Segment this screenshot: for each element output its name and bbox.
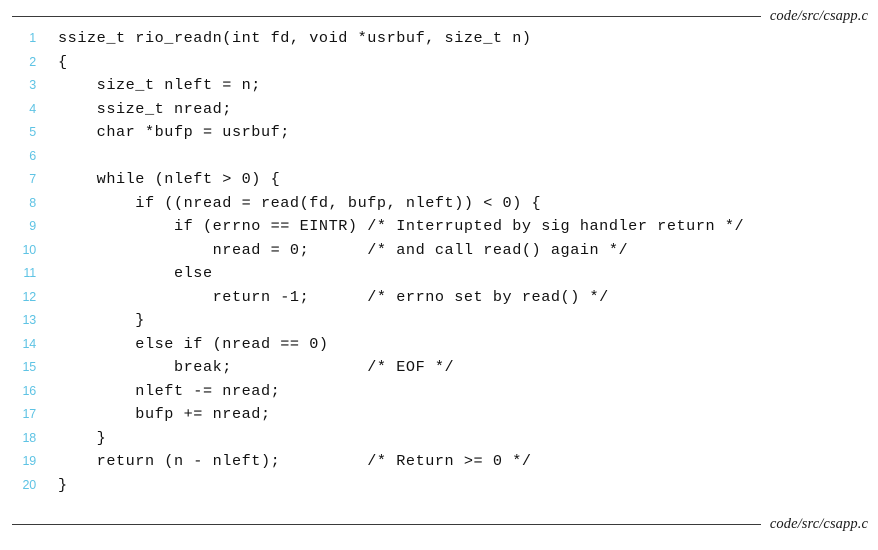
- line-number: 8: [29, 195, 36, 210]
- listing-top-rule-row: code/src/csapp.c: [12, 8, 868, 24]
- line-code: size_t nleft = n;: [58, 76, 261, 94]
- line-code: return -1; /* errno set by read() */: [58, 287, 609, 306]
- code-line: 6: [0, 145, 878, 169]
- code-line: 2{: [0, 51, 878, 75]
- line-code: nleft -= nread;: [58, 381, 281, 400]
- code-line: 13 }: [0, 309, 878, 333]
- line-code: {: [58, 52, 68, 71]
- line-number: 7: [29, 172, 36, 186]
- code-line: 4 ssize_t nread;: [0, 98, 878, 122]
- line-code: nread = 0; /* and call read() again */: [58, 240, 629, 259]
- line-code: break; /* EOF */: [58, 358, 455, 376]
- code-line: 18 }: [0, 427, 878, 451]
- code-line: 17 bufp += nread;: [0, 403, 878, 427]
- line-code: }: [58, 311, 145, 329]
- code-line: 3 size_t nleft = n;: [0, 74, 878, 98]
- listing-caption-bottom: code/src/csapp.c: [769, 515, 868, 532]
- code-block: 1 ssize_t rio_readn(int fd, void *usrbuf,…: [0, 27, 878, 497]
- line-code: bufp += nread;: [58, 405, 271, 423]
- line-code: return (n - nleft); /* Return >= 0 */: [58, 452, 532, 470]
- code-line: 1 ssize_t rio_readn(int fd, void *usrbuf,…: [0, 27, 878, 51]
- horizontal-rule-top: [12, 15, 761, 17]
- line-number: 12: [22, 289, 36, 304]
- line-code: if (errno == EINTR) /* Interrupted by si…: [58, 217, 745, 235]
- line-number: 3: [29, 78, 36, 92]
- line-code: }: [58, 475, 68, 494]
- line-number: 11: [23, 266, 36, 280]
- line-number: 5: [29, 125, 36, 139]
- listing-caption-top: code/src/csapp.c: [769, 7, 868, 24]
- line-code: char *bufp = usrbuf;: [58, 123, 290, 141]
- code-line: 11 else: [0, 262, 878, 286]
- line-number: 18: [22, 430, 36, 445]
- line-number: 1: [29, 31, 36, 45]
- line-code: while (nleft > 0) {: [58, 170, 281, 188]
- code-line: 12 return -1; /* errno set by read() */: [0, 286, 878, 310]
- code-line: 8 if ((nread = read(fd, bufp, nleft)) < …: [0, 192, 878, 216]
- code-line: 16 nleft -= nread;: [0, 380, 878, 404]
- line-number: 14: [22, 336, 36, 351]
- line-number: 2: [29, 54, 36, 69]
- line-code: ssize_t nread;: [58, 99, 232, 118]
- line-code: else: [58, 264, 213, 282]
- line-number: 10: [22, 242, 36, 257]
- listing-bottom-rule-row: code/src/csapp.c: [12, 516, 868, 532]
- code-line: 14 else if (nread == 0): [0, 333, 878, 357]
- line-code: ssize_t rio_readn(int fd, void *usrbuf, …: [58, 29, 532, 47]
- line-number: 17: [22, 407, 36, 421]
- code-line: 10 nread = 0; /* and call read() again *…: [0, 239, 878, 263]
- code-line: 7 while (nleft > 0) {: [0, 168, 878, 192]
- line-code: else if (nread == 0): [58, 334, 329, 353]
- code-line: 9 if (errno == EINTR) /* Interrupted by …: [0, 215, 878, 239]
- line-number: 9: [29, 219, 36, 233]
- line-code: if ((nread = read(fd, bufp, nleft)) < 0)…: [58, 193, 542, 212]
- code-line: 5 char *bufp = usrbuf;: [0, 121, 878, 145]
- line-number: 15: [22, 360, 36, 374]
- line-number: 6: [29, 148, 36, 163]
- code-line: 15 break; /* EOF */: [0, 356, 878, 380]
- line-number: 13: [22, 313, 36, 327]
- code-line: 20}: [0, 474, 878, 498]
- line-code: }: [58, 428, 107, 447]
- horizontal-rule-bottom: [12, 523, 761, 525]
- line-number: 16: [22, 383, 36, 398]
- line-number: 19: [22, 454, 36, 468]
- line-number: 4: [29, 101, 36, 116]
- line-number: 20: [22, 477, 36, 492]
- code-line: 19 return (n - nleft); /* Return >= 0 */: [0, 450, 878, 474]
